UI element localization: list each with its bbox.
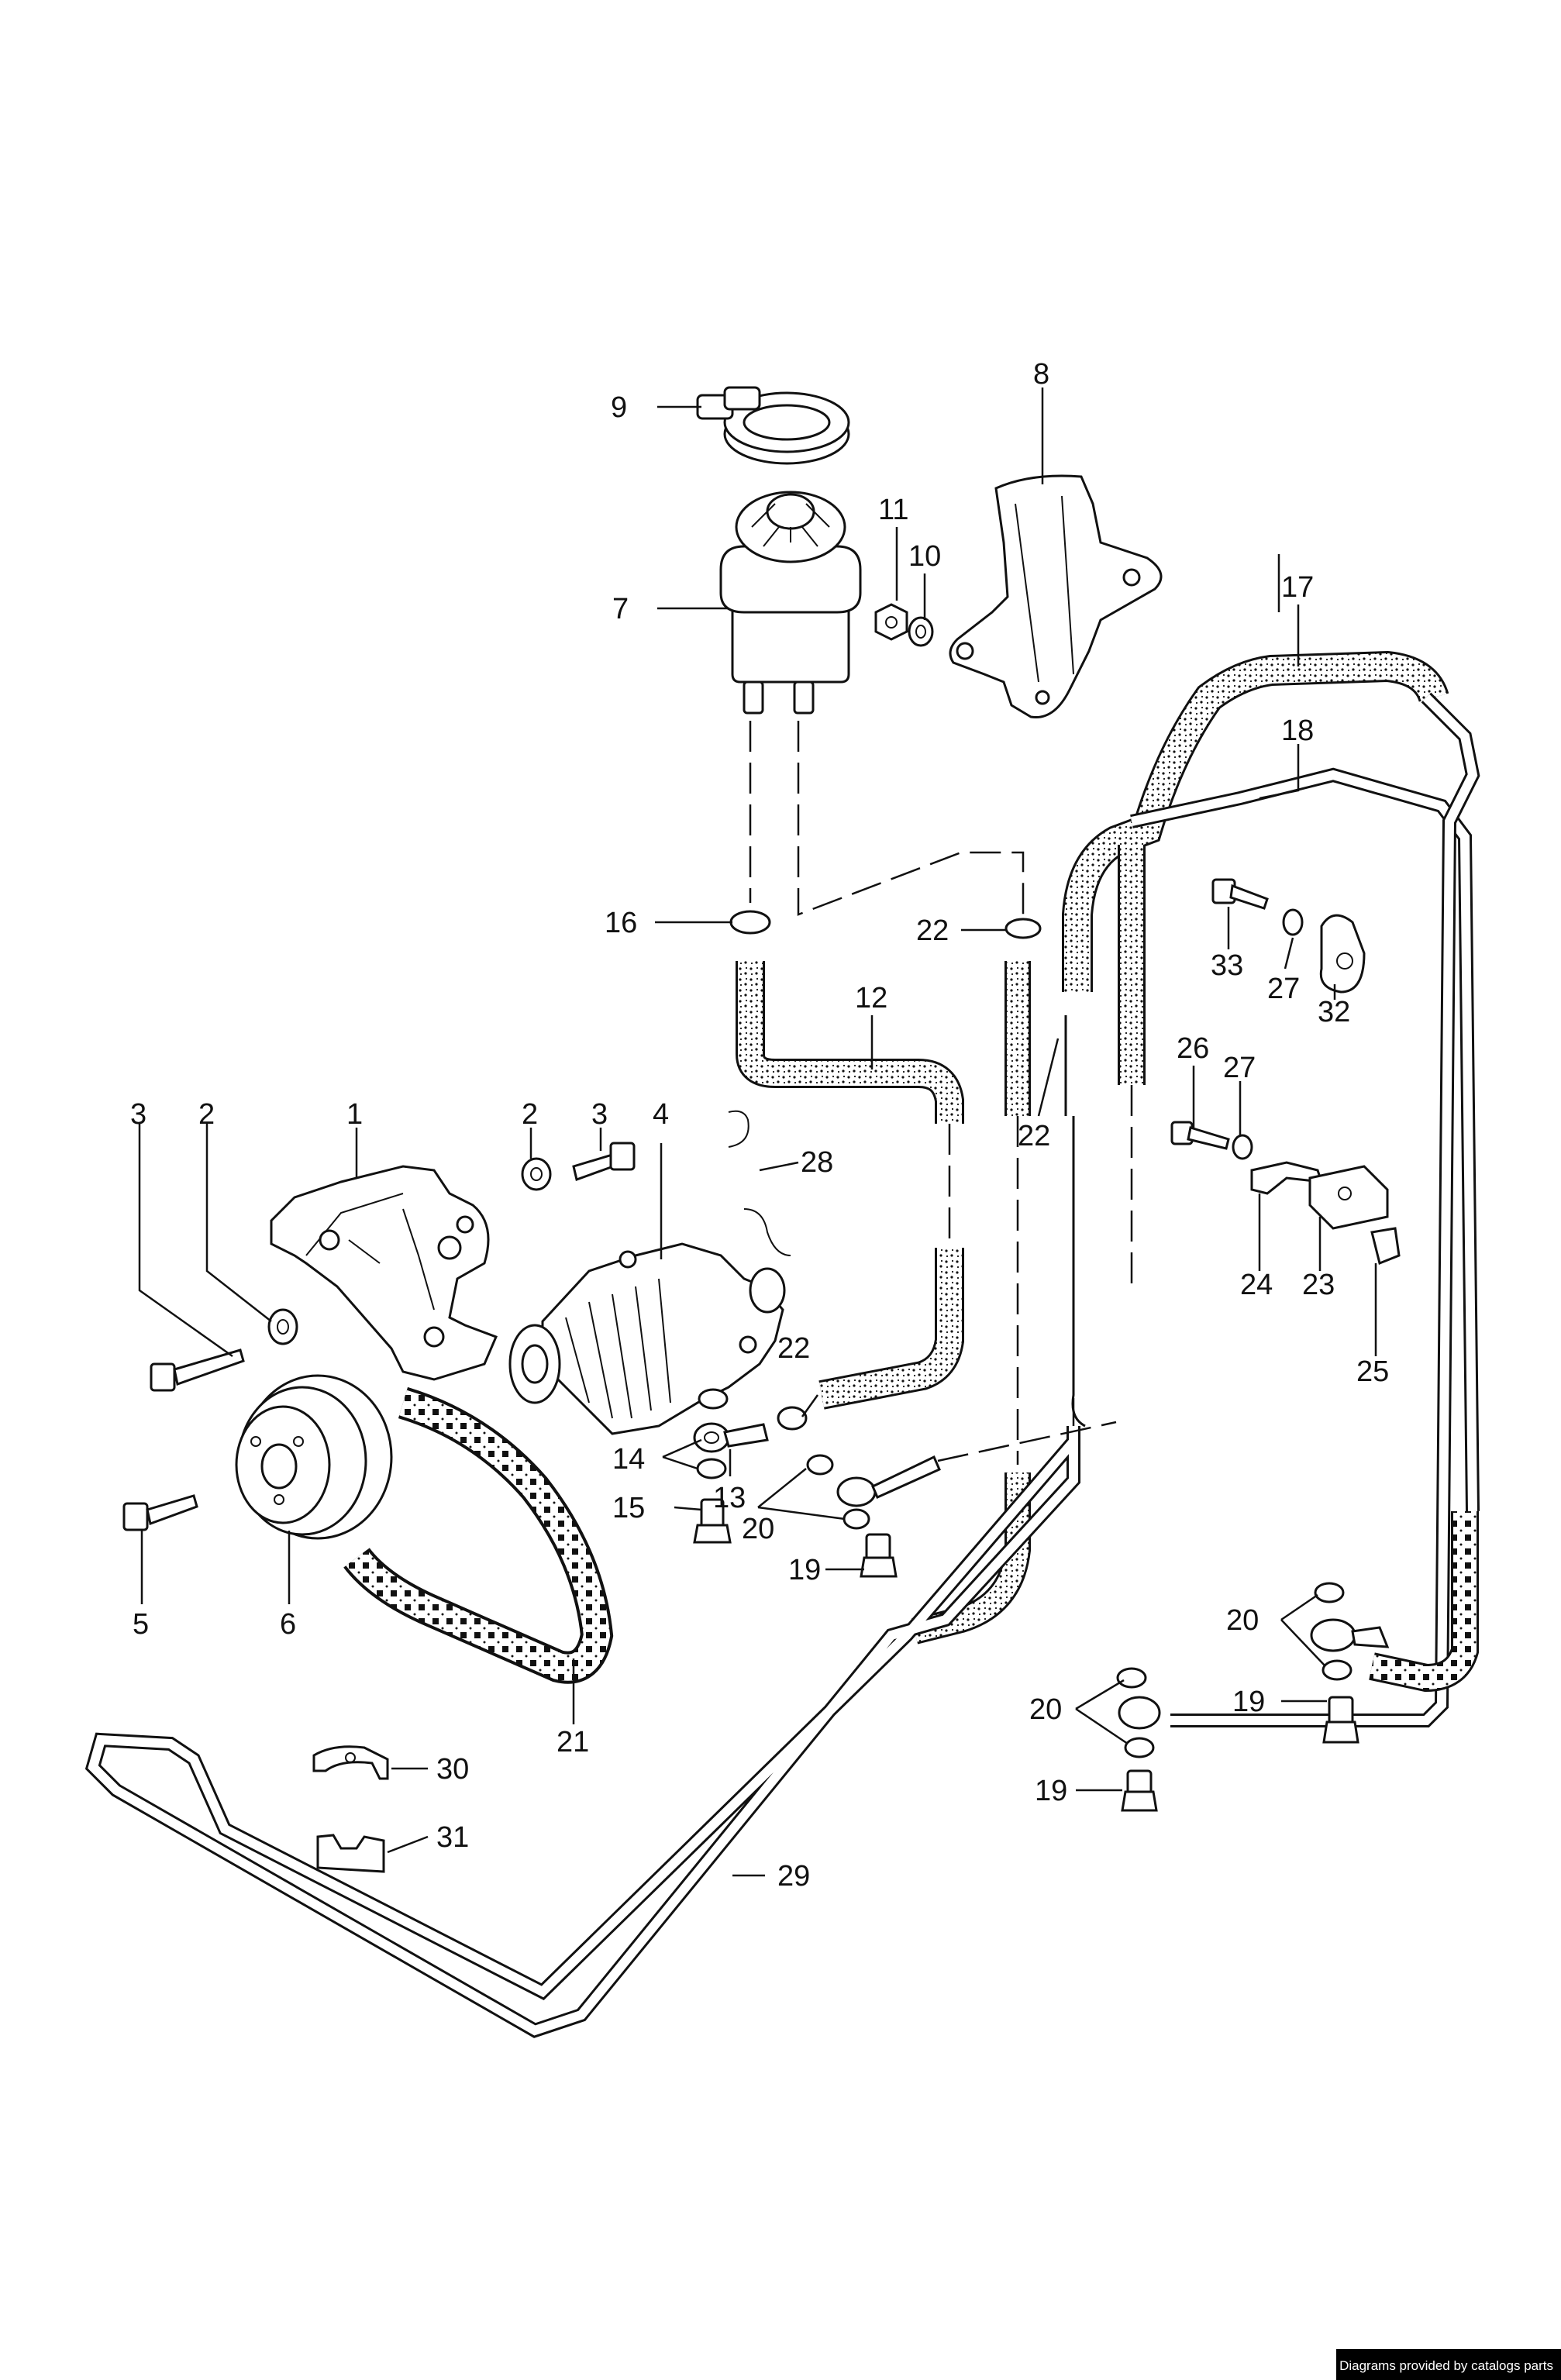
callout-6: 6 bbox=[280, 1608, 296, 1641]
callout-labels: 1 2 2 3 3 4 5 6 7 8 9 10 11 12 13 14 15 … bbox=[130, 358, 1389, 1893]
part-7-reservoir bbox=[719, 491, 862, 715]
callout-21: 21 bbox=[557, 1726, 589, 1758]
part-19-bolt-pump bbox=[860, 1533, 898, 1578]
callout-8: 8 bbox=[1033, 358, 1049, 391]
part-22-clamp-pump bbox=[777, 1406, 808, 1431]
part-25-clip bbox=[1370, 1227, 1401, 1266]
banjo-line-pump bbox=[836, 1455, 941, 1507]
part-19-bolt-right bbox=[1121, 1696, 1359, 1812]
part-22-clamp-top bbox=[1004, 918, 1042, 939]
callout-24: 24 bbox=[1240, 1269, 1273, 1301]
callout-23: 23 bbox=[1302, 1269, 1335, 1301]
callout-26: 26 bbox=[1177, 1032, 1209, 1065]
callout-16: 16 bbox=[605, 907, 637, 939]
part-14-washers bbox=[696, 1388, 729, 1479]
part-4-steering-pump bbox=[508, 1242, 786, 1435]
callout-29: 29 bbox=[777, 1860, 810, 1893]
part-23-clamp-block bbox=[1308, 1165, 1389, 1230]
part-30-clamp-half bbox=[312, 1745, 389, 1780]
callout-22: 22 bbox=[1018, 1120, 1050, 1152]
credit-banner: Diagrams provided by catalogs parts bbox=[1336, 2349, 1561, 2380]
part-9-clamp-ring bbox=[696, 386, 850, 465]
callout-18: 18 bbox=[1281, 715, 1314, 747]
leader-lines bbox=[138, 387, 1377, 1877]
callout-28: 28 bbox=[801, 1146, 833, 1179]
part-18-line bbox=[1130, 692, 1480, 1727]
part-12-suction-hose bbox=[736, 961, 964, 1124]
callout-22: 22 bbox=[916, 914, 949, 947]
callout-20: 20 bbox=[742, 1513, 774, 1545]
part-8-reservoir-bracket bbox=[949, 474, 1163, 719]
part-2-washer-right bbox=[521, 1157, 552, 1191]
part-33-bolt bbox=[1211, 878, 1269, 910]
part-15-banjo-bolt bbox=[693, 1498, 732, 1544]
part-1-pump-bracket bbox=[270, 1165, 498, 1381]
line-dashed-pump-to-tube bbox=[1064, 1015, 1086, 1428]
callout-20: 20 bbox=[1226, 1604, 1259, 1637]
callout-13: 13 bbox=[713, 1482, 746, 1514]
part-21-drive-belt bbox=[343, 1386, 614, 1684]
part-5-bolt bbox=[122, 1494, 198, 1531]
callout-3: 3 bbox=[591, 1098, 608, 1131]
callout-12: 12 bbox=[855, 982, 887, 1014]
part-16-clamp bbox=[729, 910, 771, 935]
callout-20: 20 bbox=[1029, 1693, 1062, 1726]
callout-9: 9 bbox=[611, 391, 627, 424]
callout-22: 22 bbox=[777, 1332, 810, 1365]
part-26-bolt bbox=[1170, 1121, 1230, 1150]
part-27-washer-top bbox=[1282, 908, 1304, 936]
callout-27: 27 bbox=[1223, 1052, 1256, 1084]
part-2-washer-left bbox=[267, 1308, 298, 1345]
part-3-bolt-left bbox=[150, 1348, 245, 1392]
part-31-rubber-block bbox=[316, 1834, 385, 1873]
part-3-bolt-right bbox=[572, 1142, 636, 1181]
callout-3: 3 bbox=[130, 1098, 146, 1131]
part-28-spring-clip bbox=[728, 1110, 791, 1256]
part-20-washers-pump bbox=[806, 1454, 870, 1530]
callout-33: 33 bbox=[1211, 949, 1243, 982]
part-11-nut bbox=[874, 603, 908, 641]
callout-2: 2 bbox=[198, 1098, 215, 1131]
callout-17: 17 bbox=[1281, 571, 1314, 604]
callout-1: 1 bbox=[346, 1098, 363, 1131]
part-24-bracket bbox=[1250, 1161, 1324, 1195]
part-29-return-line bbox=[84, 1426, 1080, 2038]
part-10-washer bbox=[908, 616, 934, 647]
dashed-routing-lines bbox=[749, 721, 1133, 1465]
callout-15: 15 bbox=[612, 1492, 645, 1524]
hose-lower-pump bbox=[818, 1248, 964, 1410]
hose-return-vertical bbox=[911, 961, 1031, 1645]
callout-14: 14 bbox=[612, 1443, 645, 1476]
credit-text: Diagrams provided by catalogs parts bbox=[1339, 2358, 1553, 2373]
part-27-washer-mid bbox=[1232, 1134, 1253, 1160]
callout-7: 7 bbox=[612, 593, 629, 625]
callout-32: 32 bbox=[1318, 996, 1350, 1028]
callout-31: 31 bbox=[436, 1821, 469, 1854]
banjo-fitting-right bbox=[1118, 1618, 1390, 1730]
callout-25: 25 bbox=[1356, 1355, 1389, 1388]
corrugated-hose-right bbox=[1369, 1511, 1479, 1693]
callout-19: 19 bbox=[1232, 1686, 1265, 1718]
part-13-banjo bbox=[693, 1422, 769, 1453]
callout-27: 27 bbox=[1267, 973, 1300, 1005]
part-6-pulley bbox=[235, 1374, 393, 1540]
part-20-washers-right bbox=[1116, 1582, 1353, 1758]
callout-4: 4 bbox=[653, 1098, 669, 1131]
callout-19: 19 bbox=[1035, 1775, 1067, 1807]
part-17-hose bbox=[1062, 650, 1449, 1085]
callout-19: 19 bbox=[788, 1554, 821, 1586]
part-32-clamp bbox=[1319, 914, 1366, 994]
callout-10: 10 bbox=[908, 540, 941, 573]
callout-5: 5 bbox=[133, 1608, 149, 1641]
callout-11: 11 bbox=[878, 494, 908, 526]
callout-2: 2 bbox=[522, 1098, 538, 1131]
callout-30: 30 bbox=[436, 1753, 469, 1786]
